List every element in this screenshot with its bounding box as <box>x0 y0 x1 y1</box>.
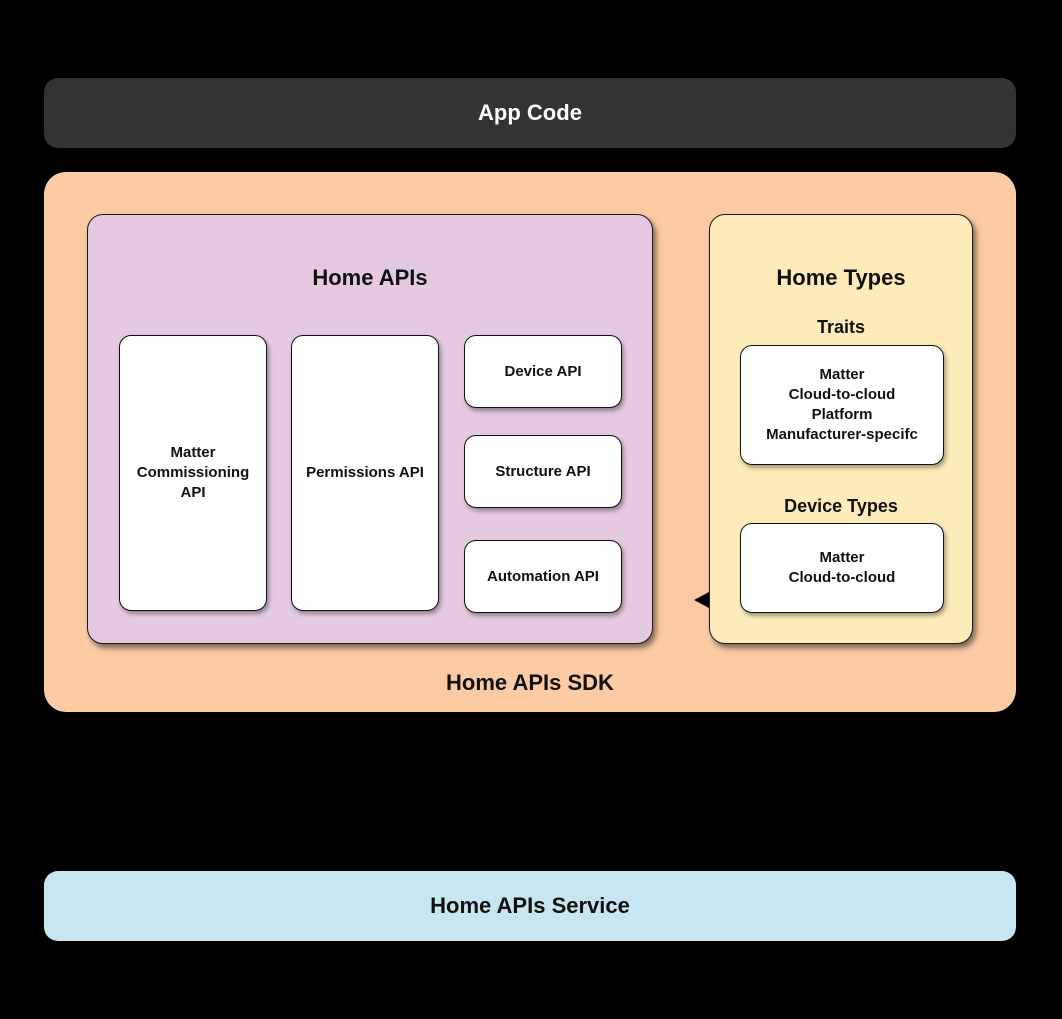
automation-api-box: Automation API <box>464 540 622 613</box>
home-types-title: Home Types <box>776 265 906 290</box>
home-apis-service-label: Home APIs Service <box>430 893 630 918</box>
traits-title: Traits <box>816 317 866 337</box>
home-types-group: Home Types Traits Matter Cloud-to-cloud … <box>709 214 973 644</box>
matter-commissioning-api-box: Matter Commissioning API <box>119 335 267 611</box>
home-apis-sdk-container: Home APIs Matter Commissioning API Permi… <box>44 172 1016 712</box>
traits-list-box: Matter Cloud-to-cloud Platform Manufactu… <box>740 345 944 465</box>
app-code-bar: App Code <box>44 78 1016 148</box>
structure-api-box: Structure API <box>464 435 622 508</box>
permissions-api-box: Permissions API <box>291 335 439 611</box>
home-apis-sdk-label: Home APIs SDK <box>446 670 614 695</box>
device-types-list-box: Matter Cloud-to-cloud <box>740 523 944 613</box>
app-code-label: App Code <box>478 100 582 125</box>
device-types-title: Device Types <box>784 496 898 516</box>
home-apis-group: Home APIs Matter Commissioning API Permi… <box>87 214 653 644</box>
home-apis-title: Home APIs <box>312 265 428 290</box>
home-apis-service-bar: Home APIs Service <box>44 871 1016 941</box>
device-api-box: Device API <box>464 335 622 408</box>
